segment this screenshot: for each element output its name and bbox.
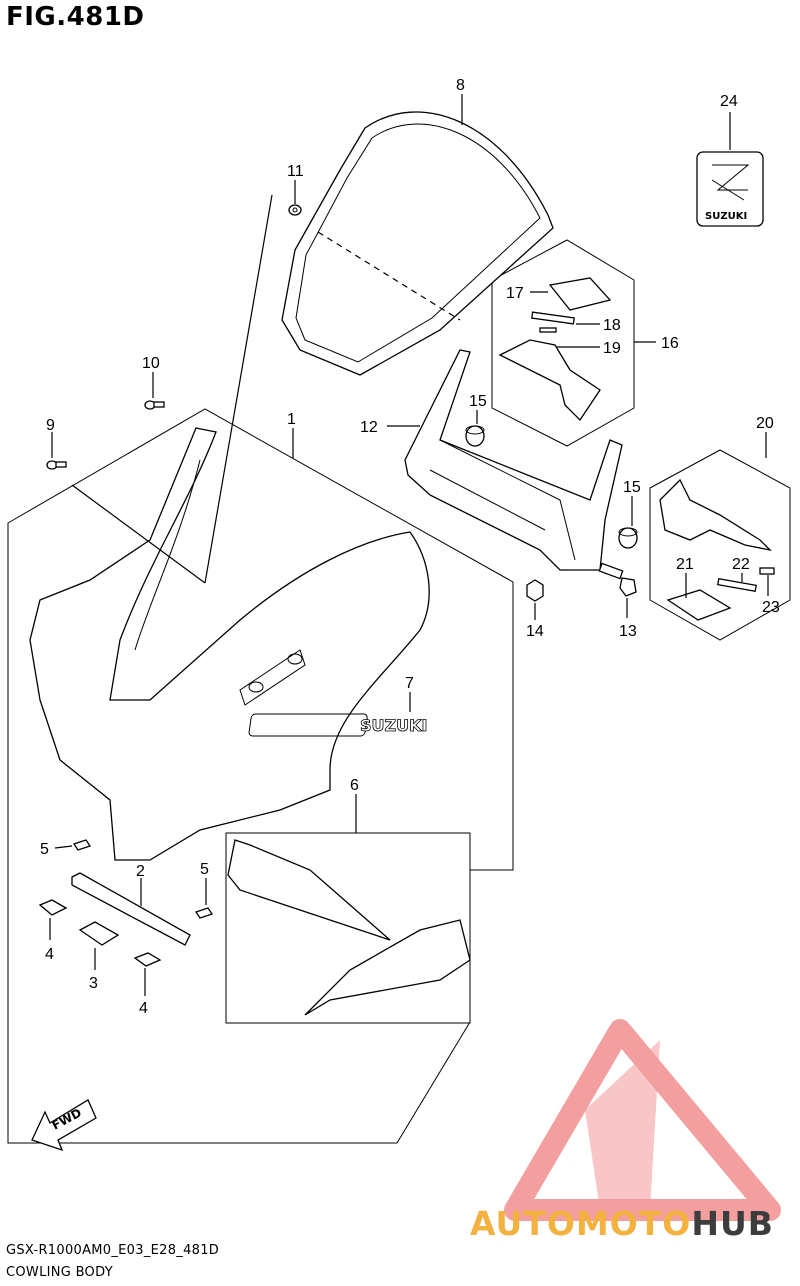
pad-17 (548, 277, 612, 311)
callout-16: 16 (661, 335, 679, 352)
callout-19: 19 (603, 340, 621, 357)
callout-12: 12 (360, 419, 378, 436)
suzuki-emblem: SUZUKI (696, 151, 764, 227)
callout-13: 13 (619, 623, 637, 640)
grommet-15-lower (618, 527, 638, 549)
mirror-stay-right (659, 478, 772, 552)
part-6-frame (225, 832, 471, 1024)
suzuki-emblem-text: SUZUKI (705, 211, 747, 222)
callout-23: 23 (762, 599, 780, 616)
callout-6: 6 (350, 777, 359, 794)
clip-5-left (72, 839, 92, 851)
callout-15b: 15 (623, 479, 641, 496)
callout-11: 11 (287, 163, 304, 180)
nut-14 (526, 579, 544, 602)
clip-5-right (194, 907, 214, 919)
figure-title: FIG.481D (6, 2, 145, 32)
callout-5: 5 (40, 841, 49, 858)
pad-21 (666, 589, 732, 621)
callout-5b: 5 (200, 861, 209, 878)
callout-20: 20 (756, 415, 774, 432)
windscreen (281, 111, 554, 376)
callout-24: 24 (720, 93, 738, 110)
part-16-frame (491, 239, 635, 447)
watermark-hub: HUB (691, 1204, 774, 1243)
cowling-body (29, 427, 430, 861)
diagram-name: COWLING BODY (6, 1265, 113, 1280)
callout-9: 9 (46, 417, 55, 434)
grommet-15-upper (465, 425, 485, 447)
suzuki-side-text: SUZUKI (360, 716, 427, 735)
strip-18 (531, 311, 575, 325)
callout-15: 15 (469, 393, 487, 410)
callout-18: 18 (603, 317, 621, 334)
tape-4-right (133, 952, 162, 967)
strip-19 (539, 327, 557, 333)
callout-1: 1 (287, 411, 296, 428)
mirror-stay-left (498, 339, 601, 422)
suzuki-side-decal: SUZUKI (248, 713, 428, 737)
bracket-12 (404, 349, 623, 571)
callout-17: 17 (506, 285, 524, 302)
strip-23 (759, 567, 775, 575)
watermark-logo (504, 1019, 781, 1221)
callout-10: 10 (142, 355, 160, 372)
tape-4-left (38, 899, 68, 916)
rubber-strip-2 (71, 872, 191, 946)
watermark-moto: MOTO (575, 1204, 692, 1243)
callout-22: 22 (732, 556, 750, 573)
strip-22 (717, 577, 757, 593)
tape-3 (78, 921, 120, 946)
callout-21: 21 (676, 556, 694, 573)
screw-10 (144, 400, 165, 410)
air-duct-lower (304, 919, 471, 1016)
air-duct-upper (227, 839, 391, 941)
part-20-frame (649, 449, 791, 641)
callout-8: 8 (456, 77, 465, 94)
callout-3: 3 (89, 975, 98, 992)
callout-7: 7 (405, 675, 414, 692)
bolt-13 (598, 562, 637, 597)
leader-lines (49, 94, 769, 996)
callout-4: 4 (45, 946, 54, 963)
callout-14: 14 (526, 623, 544, 640)
callout-4b: 4 (139, 1000, 148, 1017)
callout-numbers: 1 2 3 4 4 5 5 6 7 8 9 10 11 12 13 14 15 … (40, 77, 780, 1017)
watermark-text: AUTOMOTOHUB (470, 1204, 774, 1243)
diagram-code: GSX-R1000AM0_E03_E28_481D (6, 1243, 220, 1258)
screw-9 (46, 460, 67, 470)
grommet-11 (288, 204, 302, 216)
callout-2: 2 (136, 863, 145, 880)
watermark-auto: AUTO (470, 1204, 576, 1243)
